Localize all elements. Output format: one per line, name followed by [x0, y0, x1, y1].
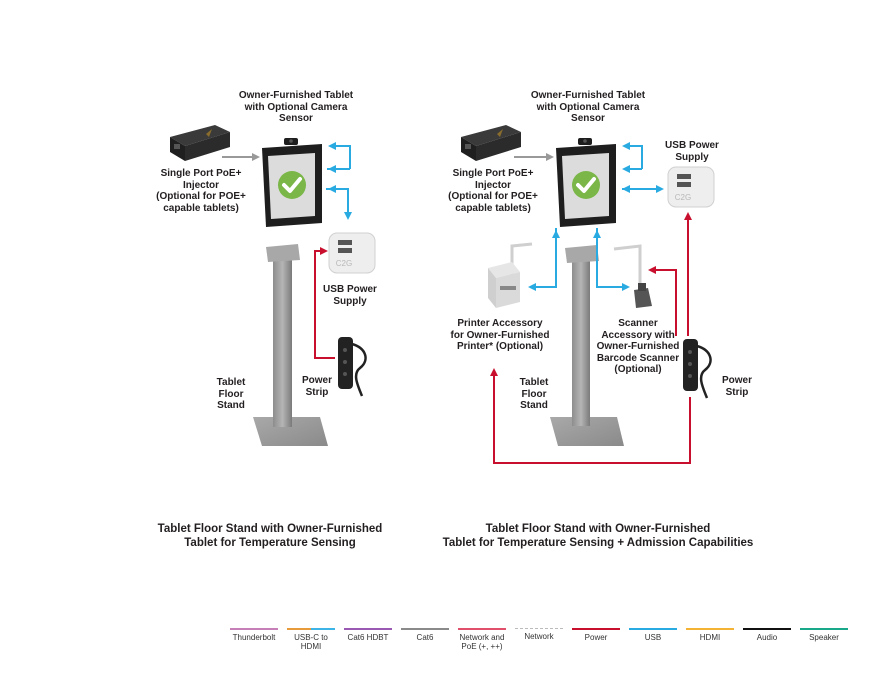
injector-label-left: Single Port PoE+Injector(Optional for PO… [156, 168, 246, 214]
legend-item: Power [572, 628, 620, 642]
legend-label: Cat6 [416, 632, 434, 642]
check-icon [572, 171, 600, 199]
power-strip-left [338, 337, 367, 397]
usb-power-supply-right: C2G [667, 166, 715, 208]
legend-label: USB [644, 632, 662, 642]
legend-item: USB [629, 628, 677, 642]
scanner-accessory [613, 244, 652, 308]
legend-swatch [572, 628, 620, 630]
legend-label: Cat6 HDBT [347, 632, 389, 642]
check-icon [278, 171, 306, 199]
power-strip-right [683, 339, 712, 399]
legend-label: Power [584, 632, 608, 642]
legend-swatch [344, 628, 392, 630]
legend-swatch [515, 628, 563, 629]
usb-power-supply-left: C2G [328, 232, 376, 274]
legend-swatch [287, 628, 335, 630]
tablet-left [262, 138, 322, 227]
legend-swatch [401, 628, 449, 630]
legend-item: Thunderbolt [230, 628, 278, 642]
legend-swatch [458, 628, 506, 630]
legend-item: HDMI [686, 628, 734, 642]
connectors-right [490, 142, 692, 464]
tablet-right [556, 138, 616, 227]
legend-item: Cat6 HDBT [344, 628, 392, 642]
legend-item: Network [515, 628, 563, 642]
floor-stand-left [253, 244, 328, 446]
floor-stand-right [550, 245, 624, 446]
poe-injector-left [170, 125, 230, 161]
printer-accessory [488, 242, 533, 308]
connectors-left [222, 142, 352, 359]
left-panel: C2G [170, 125, 376, 446]
right-panel: C2G [461, 125, 715, 464]
legend-swatch [800, 628, 848, 630]
legend-swatch [686, 628, 734, 630]
legend-swatch [230, 628, 278, 630]
legend-label: HDMI [699, 632, 721, 642]
legend-label: Thunderbolt [232, 632, 276, 642]
legend-item: Speaker [800, 628, 848, 642]
brand-mark: C2G [675, 193, 691, 202]
legend-swatch [743, 628, 791, 630]
legend-label: Speaker [809, 632, 839, 642]
injector-label-right: Single Port PoE+Injector(Optional for PO… [448, 168, 538, 214]
legend-item: Cat6 [401, 628, 449, 642]
legend-label: Audio [756, 632, 778, 642]
legend-swatch [629, 628, 677, 630]
poe-injector-right [461, 125, 521, 161]
legend-item: Audio [743, 628, 791, 642]
legend-label: Network [524, 632, 554, 641]
brand-mark: C2G [336, 259, 352, 268]
